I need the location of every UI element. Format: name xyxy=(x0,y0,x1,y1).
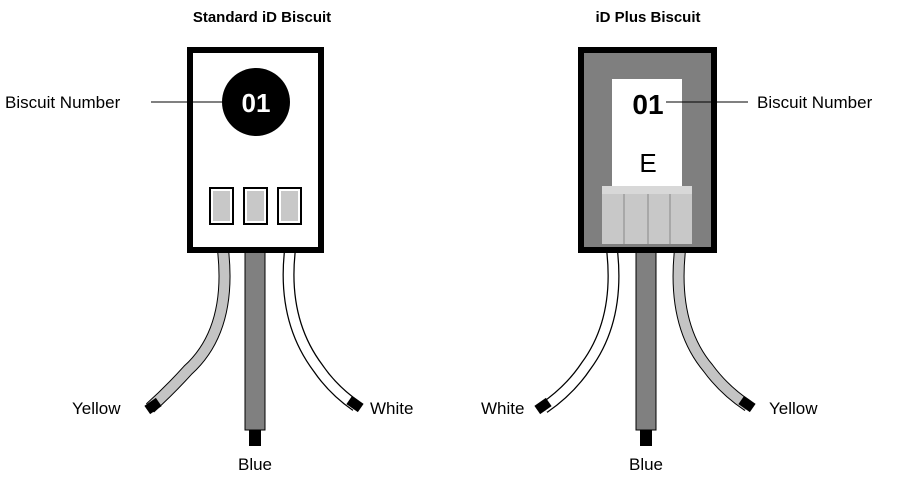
plus-blue-wire-tip xyxy=(640,430,652,446)
plus-yellow-wire-tip xyxy=(738,395,756,413)
plus-yellow-label: Yellow xyxy=(769,399,818,418)
plus-biscuit-number: 01 xyxy=(632,89,663,120)
standard-number-disc xyxy=(222,68,290,136)
standard-white-wire-tip xyxy=(346,395,364,413)
plus-biscuit-letter: E xyxy=(639,148,656,178)
standard-blue-wire-tip xyxy=(249,430,261,446)
plus-biscuit-title: iD Plus Biscuit xyxy=(595,9,700,26)
plus-number-plate xyxy=(612,79,682,186)
standard-biscuit-title: Standard iD Biscuit xyxy=(193,9,331,26)
plus-white-label: White xyxy=(481,399,524,418)
plus-blue-wire xyxy=(635,249,657,431)
standard-biscuit-number: 01 xyxy=(242,88,271,118)
plus-white-wire-tip xyxy=(534,397,552,415)
standard-biscuit: Standard iD Biscuit 01 Biscuit Number Ye… xyxy=(5,9,413,474)
plus-biscuit: iD Plus Biscuit 01 E Biscuit Number Whit… xyxy=(481,9,873,474)
standard-yellow-wire-tip xyxy=(144,397,162,415)
standard-yellow-label: Yellow xyxy=(72,399,121,418)
plus-number-label: Biscuit Number xyxy=(757,93,873,112)
standard-number-label: Biscuit Number xyxy=(5,93,121,112)
standard-blue-label: Blue xyxy=(238,455,272,474)
standard-blue-wire xyxy=(244,249,266,431)
standard-white-label: White xyxy=(370,399,413,418)
plus-blue-label: Blue xyxy=(629,455,663,474)
